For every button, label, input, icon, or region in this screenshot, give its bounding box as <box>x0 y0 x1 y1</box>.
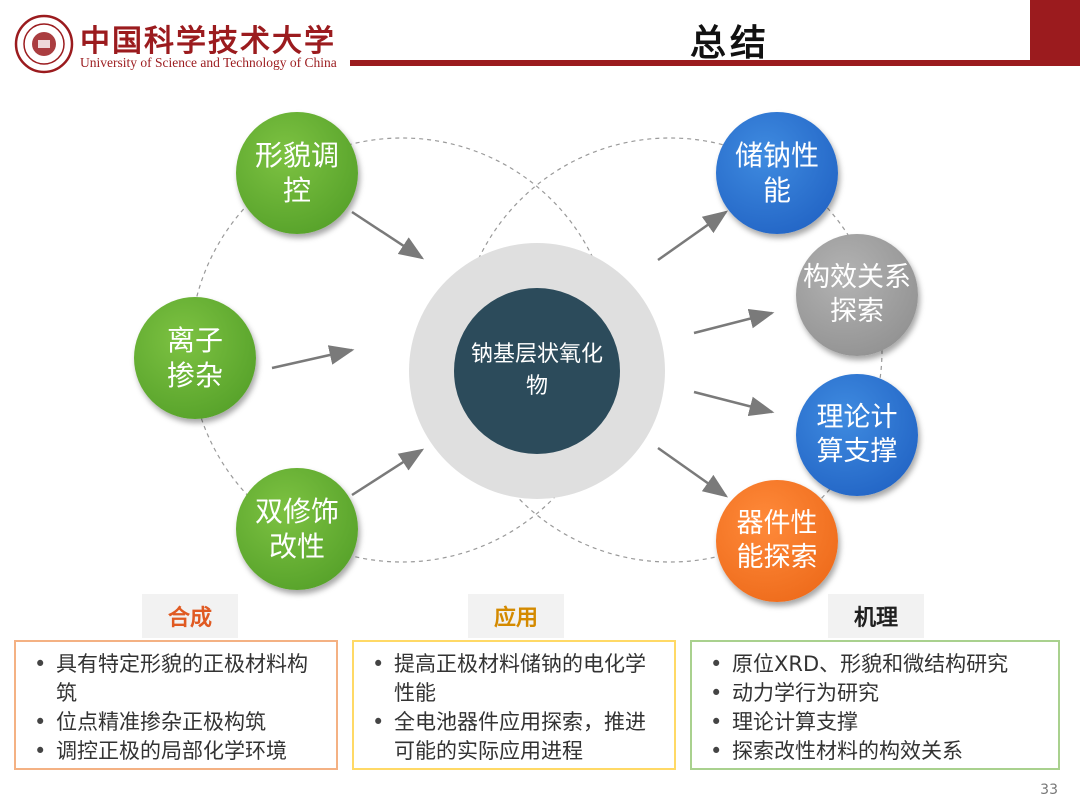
university-name-cn: 中国科学技术大学 <box>80 24 336 59</box>
center-label: 钠基层状氧化物 <box>470 342 603 399</box>
arrow-structure <box>693 308 775 335</box>
mechanism-list: 原位XRD、形貌和微结构研究 动力学行为研究 理论计算支撑 探索改性材料的构效关… <box>702 650 1048 766</box>
center-node: 钠基层状氧化物 <box>454 288 620 454</box>
mechanism-item: 动力学行为研究 <box>710 679 1048 708</box>
application-item: 提高正极材料储钠的电化学性能 <box>372 650 664 708</box>
arrow-theory <box>693 390 775 417</box>
section-title-application: 应用 <box>468 594 564 638</box>
application-box: 提高正极材料储钠的电化学性能 全电池器件应用探索，推进可能的实际应用进程 <box>352 640 676 770</box>
synthesis-item: 位点精准掺杂正极构筑 <box>34 708 326 737</box>
node-structure-property: 构效关系探索 <box>796 234 918 356</box>
synthesis-box: 具有特定形貌的正极材料构筑 位点精准掺杂正极构筑 调控正极的局部化学环境 <box>14 640 338 770</box>
arrow-device <box>657 446 729 498</box>
mechanism-item: 理论计算支撑 <box>710 708 1048 737</box>
section-title-synthesis: 合成 <box>142 594 238 638</box>
mechanism-item: 探索改性材料的构效关系 <box>710 737 1048 766</box>
arrow-morphology <box>351 210 425 260</box>
node-theory-support: 理论计算支撑 <box>796 374 918 496</box>
synthesis-item: 调控正极的局部化学环境 <box>34 737 326 766</box>
university-logo: 中国科学技术大学 University of Science and Techn… <box>14 14 354 76</box>
node-dual-modification: 双修饰改性 <box>236 468 358 590</box>
page-title: 总结 <box>689 23 770 64</box>
mechanism-box: 原位XRD、形貌和微结构研究 动力学行为研究 理论计算支撑 探索改性材料的构效关… <box>690 640 1060 770</box>
page-number: 33 <box>1040 782 1058 798</box>
arrow-dual-modification <box>351 448 425 497</box>
synthesis-item: 具有特定形貌的正极材料构筑 <box>34 650 326 708</box>
application-list: 提高正极材料储钠的电化学性能 全电池器件应用探索，推进可能的实际应用进程 <box>364 650 664 766</box>
arrow-doping <box>271 345 355 370</box>
node-sodium-storage: 储钠性能 <box>716 112 838 234</box>
node-device-performance: 器件性能探索 <box>716 480 838 602</box>
header-divider <box>350 60 1080 66</box>
mechanism-item: 原位XRD、形貌和微结构研究 <box>710 650 1048 679</box>
section-title-mechanism: 机理 <box>828 594 924 638</box>
synthesis-list: 具有特定形貌的正极材料构筑 位点精准掺杂正极构筑 调控正极的局部化学环境 <box>26 650 326 766</box>
university-name-en: University of Science and Technology of … <box>80 55 337 70</box>
arrow-storage <box>657 210 729 262</box>
node-morphology-control: 形貌调控 <box>236 112 358 234</box>
application-item: 全电池器件应用探索，推进可能的实际应用进程 <box>372 708 664 766</box>
node-ion-doping: 离子掺杂 <box>134 297 256 419</box>
university-seal-icon <box>14 14 74 74</box>
header-accent-block <box>1030 0 1080 66</box>
